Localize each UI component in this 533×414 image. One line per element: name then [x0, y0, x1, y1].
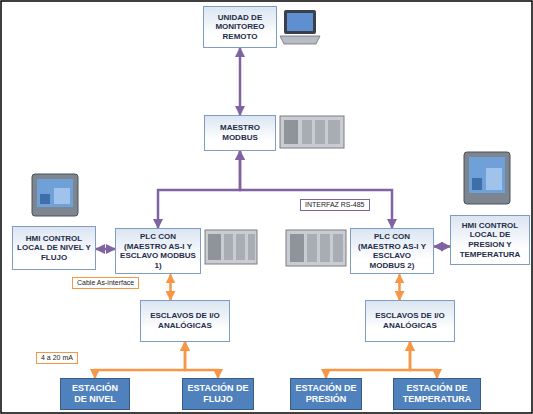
- box-label: PLC CON (MAESTRO AS-I Y ESCLAVO MODBUS 2…: [355, 232, 429, 270]
- component-box: PLC CON (MAESTRO AS-I Y ESCLAVO MODBUS 1…: [115, 228, 201, 274]
- station-box: ESTACIÓN DE TEMPERATURA: [393, 378, 481, 410]
- signal-label: INTERFAZ RS-485: [300, 199, 370, 211]
- component-box: HMI CONTROL LOCAL DE PRESION Y TEMPERATU…: [450, 215, 530, 265]
- connector: [434, 245, 450, 248]
- station-box: ESTACIÓN DE PRESIÓN: [290, 378, 362, 410]
- connector: [239, 48, 242, 115]
- connector: [326, 342, 410, 378]
- station-box: ESTACIÓN DE FLUJO: [182, 378, 254, 410]
- component-box: ESCLAVOS DE I/O ANALÓGICAS: [140, 300, 230, 342]
- connector: [96, 248, 115, 251]
- connector: [240, 151, 392, 228]
- connector: [95, 342, 185, 378]
- box-label: ESCLAVOS DE I/O ANALÓGICAS: [370, 311, 450, 330]
- box-label: HMI CONTROL LOCAL DE PRESION Y TEMPERATU…: [455, 221, 525, 259]
- component-box: MAESTRO MODBUS: [204, 115, 276, 151]
- connector: [185, 342, 218, 378]
- box-label: HMI CONTROL LOCAL DE NIVEL Y FLUJO: [17, 234, 91, 263]
- laptop-icon: [280, 10, 320, 44]
- connector: [410, 342, 437, 378]
- connector: [169, 274, 172, 300]
- station-box: ESTACIÓN DE NIVEL: [60, 378, 130, 410]
- component-box: HMI CONTROL LOCAL DE NIVEL Y FLUJO: [12, 226, 96, 270]
- connector: [398, 274, 401, 300]
- component-box: UNIDAD DE MONITOREO REMOTO: [203, 6, 277, 48]
- connector: [158, 151, 240, 228]
- plc-image: [205, 230, 257, 264]
- box-label: ESTACIÓN DE PRESIÓN: [295, 383, 357, 405]
- box-label: PLC CON (MAESTRO AS-I Y ESCLAVO MODBUS 1…: [120, 232, 196, 270]
- box-label: ESTACIÓN DE FLUJO: [187, 383, 249, 405]
- box-label: MAESTRO MODBUS: [209, 123, 271, 142]
- hmi-icon: [32, 174, 78, 216]
- plc-image: [286, 230, 346, 266]
- box-label: ESCLAVOS DE I/O ANALÓGICAS: [145, 311, 225, 330]
- box-label: ESTACIÓN DE NIVEL: [65, 383, 125, 405]
- component-box: ESCLAVOS DE I/O ANALÓGICAS: [365, 300, 455, 342]
- plc-image: [280, 116, 344, 148]
- hmi-icon: [464, 152, 510, 204]
- box-label: ESTACIÓN DE TEMPERATURA: [398, 383, 476, 405]
- box-label: UNIDAD DE MONITOREO REMOTO: [208, 13, 272, 42]
- component-box: PLC CON (MAESTRO AS-I Y ESCLAVO MODBUS 2…: [350, 228, 434, 274]
- signal-label: Cable As-interface: [72, 277, 139, 289]
- signal-label: 4 a 20 mA: [36, 352, 78, 364]
